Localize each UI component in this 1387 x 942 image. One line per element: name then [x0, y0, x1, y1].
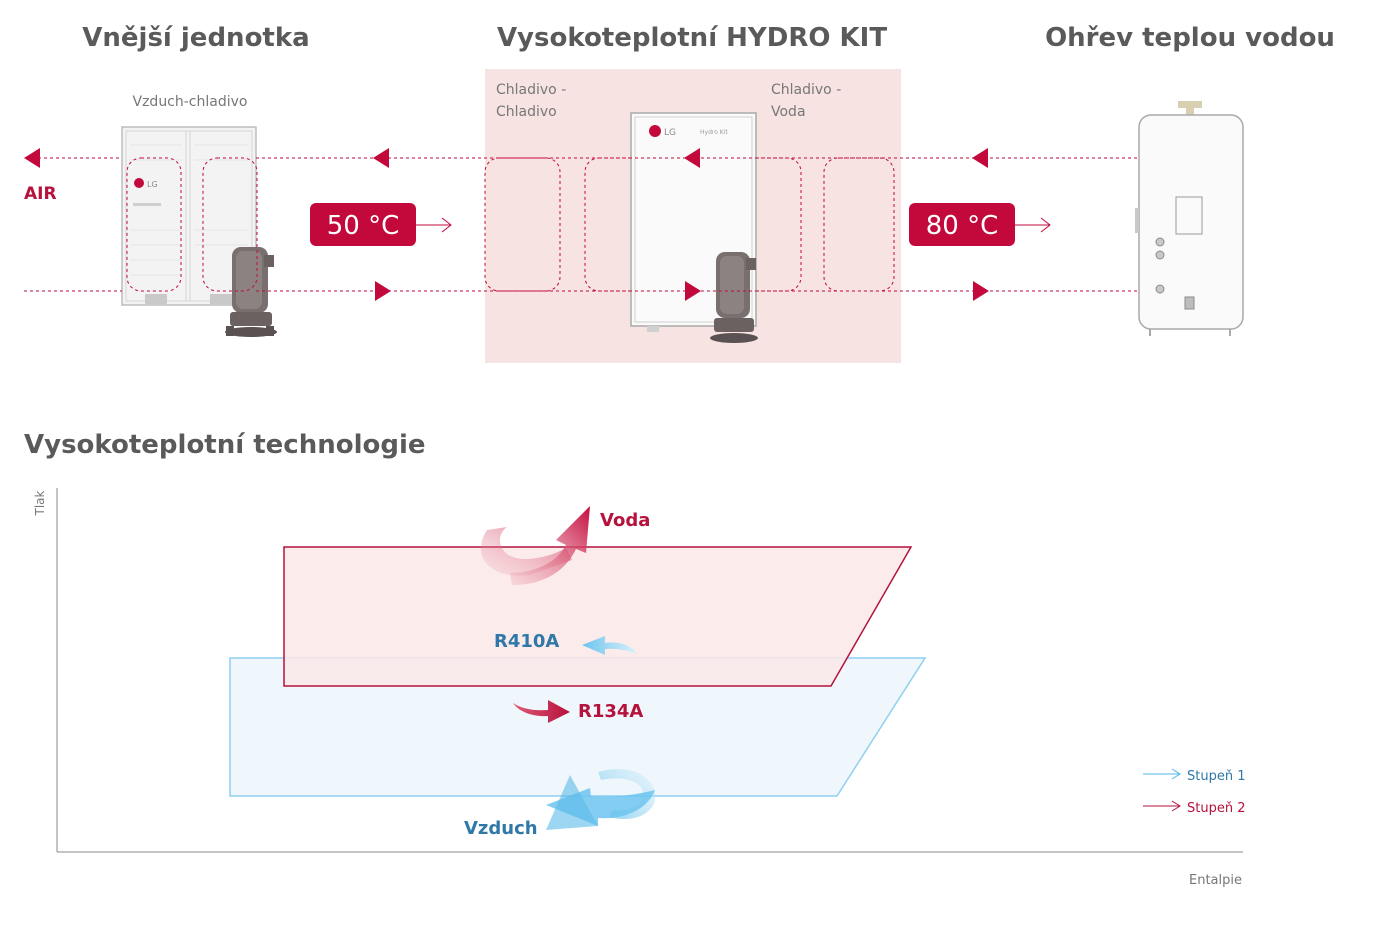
hydro-kit-title: Vysokoteplotní HYDRO KIT [497, 23, 887, 53]
temp-high-value: 80 °C [926, 211, 999, 241]
hydro-lg-logo-icon [649, 125, 661, 137]
air-heat-arrow-icon [546, 768, 656, 830]
flow-left-arrow-icon [684, 148, 700, 168]
outdoor-logo-text: LG [147, 180, 158, 189]
refrigerant-refrigerant-label-2: Chladivo [496, 104, 557, 120]
r134a-arrow-icon [513, 700, 570, 723]
r134a-label: R134A [578, 701, 643, 722]
flow-left-arrow-icon [972, 148, 988, 168]
water-tank-illustration [1135, 101, 1244, 336]
refrigerant-water-label-1: Chladivo - [771, 82, 841, 98]
flow-right-arrow-icon [375, 281, 391, 301]
chart-legend: Stupeň 1 Stupeň 2 [1143, 768, 1245, 816]
legend-item-stage-2: Stupeň 2 [1143, 800, 1245, 816]
vzduch-label: Vzduch [464, 818, 538, 839]
flow-arrowheads [24, 148, 989, 301]
refrigerant-water-label-2: Voda [771, 104, 806, 120]
water-heat-arrow-icon [480, 506, 590, 585]
x-axis-label: Entalpie [1189, 873, 1242, 888]
voda-label: Voda [600, 510, 650, 531]
temp-low-value: 50 °C [327, 211, 400, 241]
flow-left-arrow-icon [373, 148, 389, 168]
stage-2-cycle [283, 546, 913, 687]
hydro-model-text: Hydro Kit [700, 129, 728, 136]
temp-badge-low: 50 °C [310, 203, 452, 246]
lg-logo-icon [134, 178, 144, 188]
legend-item-stage-1: Stupeň 1 [1143, 768, 1245, 784]
flow-right-arrow-icon [973, 281, 989, 301]
flow-lines [24, 157, 1139, 292]
air-out-arrow-icon [24, 148, 40, 168]
temp-badge-high: 80 °C [909, 203, 1051, 246]
r410a-arrow-icon [582, 636, 637, 655]
refrigerant-refrigerant-label-1: Chladivo - [496, 82, 566, 98]
r410a-label: R410A [494, 631, 559, 652]
flow-right-arrow-icon [685, 281, 701, 301]
chart-title: Vysokoteplotní technologie [24, 430, 426, 460]
hydro-logo-text: LG [664, 128, 676, 138]
y-axis-label: Tlak [33, 490, 47, 516]
air-label: AIR [24, 184, 57, 204]
air-refrigerant-label: Vzduch-chladivo [133, 94, 248, 110]
hot-water-title: Ohřev teplou vodou [1045, 23, 1335, 53]
outdoor-unit-title: Vnější jednotka [82, 23, 309, 53]
hydro-compressor-icon [710, 252, 758, 343]
compressor-icon [225, 247, 277, 337]
legend-label-stage-1: Stupeň 1 [1187, 769, 1245, 784]
legend-label-stage-2: Stupeň 2 [1187, 801, 1245, 816]
